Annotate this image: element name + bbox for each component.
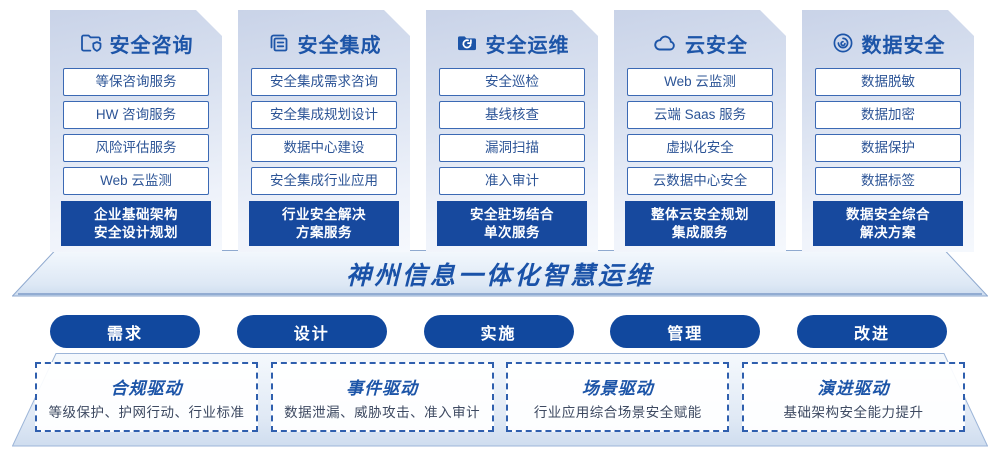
service-item[interactable]: 数据保护 bbox=[815, 134, 961, 162]
pillar-card-security-integration: 安全集成 安全集成需求咨询 安全集成规划设计 数据中心建设 安全集成行业应用 行… bbox=[238, 10, 410, 252]
pillar-footer-line: 集成服务 bbox=[672, 224, 728, 240]
pillar-footer-line: 安全设计规划 bbox=[94, 224, 178, 240]
pillar-footer-line: 安全驻场结合 bbox=[470, 206, 554, 222]
service-item[interactable]: 云数据中心安全 bbox=[627, 167, 773, 195]
banner-title: 神州信息一体化智慧运维 bbox=[345, 261, 654, 290]
pillar-card-data-security: 数据安全 数据脱敏 数据加密 数据保护 数据标签 数据安全综合 解决方案 bbox=[802, 10, 974, 252]
banner-trapezoid bbox=[12, 250, 988, 297]
driver-title: 合规驱动 bbox=[110, 378, 183, 398]
driver-title: 场景驱动 bbox=[581, 378, 654, 398]
phase-pill-management[interactable]: 管理 bbox=[610, 315, 761, 348]
service-item[interactable]: 安全集成行业应用 bbox=[251, 167, 397, 195]
service-item[interactable]: 准入审计 bbox=[439, 167, 585, 195]
pillar-card-cloud-security: 云安全 Web 云监测 云端 Saas 服务 虚拟化安全 云数据中心安全 整体云… bbox=[614, 10, 786, 252]
service-item[interactable]: 数据脱敏 bbox=[815, 68, 961, 96]
driver-box-event: 事件驱动 数据泄漏、威胁攻击、准入审计 bbox=[270, 362, 494, 432]
phase-pill-row: 需求 设计 实施 管理 改进 bbox=[50, 315, 947, 348]
driver-box-evolution: 演进驱动 基础架构安全能力提升 bbox=[741, 362, 965, 432]
driver-title: 事件驱动 bbox=[346, 378, 419, 398]
fingerprint-icon bbox=[831, 31, 855, 55]
pillar-footer-line: 企业基础架构 bbox=[94, 206, 178, 222]
copy-docs-icon bbox=[267, 31, 291, 55]
pillar-card-security-operations: 安全运维 安全巡检 基线核查 漏洞扫描 准入审计 安全驻场结合 单次服务 bbox=[426, 10, 598, 252]
pillar-title: 数据安全 bbox=[861, 34, 946, 57]
service-item[interactable]: 安全集成规划设计 bbox=[251, 101, 397, 129]
phase-pill-implementation[interactable]: 实施 bbox=[423, 315, 574, 348]
service-item[interactable]: 数据中心建设 bbox=[251, 134, 397, 162]
pillar-header: 安全运维 bbox=[432, 26, 592, 60]
pillar-footer[interactable]: 数据安全综合 解决方案 bbox=[813, 201, 963, 246]
driver-title: 演进驱动 bbox=[817, 378, 890, 398]
pillar-card-security-consulting: 安全咨询 等保咨询服务 HW 咨询服务 风险评估服务 Web 云监测 企业基础架… bbox=[50, 10, 222, 252]
pillar-header: 安全咨询 bbox=[56, 26, 216, 60]
folder-shield-icon bbox=[79, 31, 103, 55]
driver-desc: 行业应用综合场景安全赋能 bbox=[533, 404, 702, 420]
phase-pill-requirements[interactable]: 需求 bbox=[50, 315, 200, 348]
driver-desc: 等级保护、护网行动、行业标准 bbox=[48, 404, 245, 420]
pillar-header: 安全集成 bbox=[244, 26, 404, 60]
pillar-footer[interactable]: 安全驻场结合 单次服务 bbox=[437, 201, 587, 246]
service-item[interactable]: Web 云监测 bbox=[63, 167, 209, 195]
phase-pill-design[interactable]: 设计 bbox=[236, 315, 387, 348]
pillar-header: 云安全 bbox=[620, 26, 780, 60]
pillar-footer-line: 解决方案 bbox=[860, 224, 916, 240]
service-item[interactable]: 安全集成需求咨询 bbox=[251, 68, 397, 96]
driver-box-scenario: 场景驱动 行业应用综合场景安全赋能 bbox=[506, 362, 730, 432]
pillar-footer-line: 方案服务 bbox=[296, 224, 352, 240]
pillar-footer-line: 行业安全解决 bbox=[282, 206, 366, 222]
pillar-footer[interactable]: 行业安全解决 方案服务 bbox=[249, 201, 399, 246]
cloud-icon bbox=[652, 31, 678, 55]
pillar-footer[interactable]: 整体云安全规划 集成服务 bbox=[625, 201, 775, 246]
pillar-footer-line: 单次服务 bbox=[484, 224, 540, 240]
service-item[interactable]: 等保咨询服务 bbox=[63, 68, 209, 96]
pillar-footer-line: 数据安全综合 bbox=[846, 206, 930, 222]
service-item[interactable]: 虚拟化安全 bbox=[627, 134, 773, 162]
folder-sync-icon bbox=[455, 31, 479, 55]
pillar-header: 数据安全 bbox=[808, 26, 968, 60]
driver-desc: 基础架构安全能力提升 bbox=[783, 404, 924, 420]
service-item[interactable]: Web 云监测 bbox=[627, 68, 773, 96]
service-item[interactable]: 漏洞扫描 bbox=[439, 134, 585, 162]
service-item[interactable]: HW 咨询服务 bbox=[63, 101, 209, 129]
pillar-footer-line: 整体云安全规划 bbox=[651, 206, 749, 222]
service-item[interactable]: 数据加密 bbox=[815, 101, 961, 129]
phase-pill-improvement[interactable]: 改进 bbox=[797, 315, 947, 348]
service-item[interactable]: 风险评估服务 bbox=[63, 134, 209, 162]
service-item[interactable]: 基线核查 bbox=[439, 101, 585, 129]
service-item[interactable]: 安全巡检 bbox=[439, 68, 585, 96]
pillar-footer[interactable]: 企业基础架构 安全设计规划 bbox=[61, 201, 211, 246]
service-item[interactable]: 云端 Saas 服务 bbox=[627, 101, 773, 129]
pillar-title: 云安全 bbox=[685, 34, 748, 57]
driver-box-compliance: 合规驱动 等级保护、护网行动、行业标准 bbox=[35, 362, 258, 432]
pillar-title: 安全集成 bbox=[297, 34, 382, 57]
driver-box-row: 合规驱动 等级保护、护网行动、行业标准 事件驱动 数据泄漏、威胁攻击、准入审计 … bbox=[35, 362, 965, 432]
service-item[interactable]: 数据标签 bbox=[815, 167, 961, 195]
pillar-title: 安全运维 bbox=[485, 34, 570, 57]
driver-desc: 数据泄漏、威胁攻击、准入审计 bbox=[284, 404, 481, 420]
pillar-title: 安全咨询 bbox=[109, 34, 194, 57]
